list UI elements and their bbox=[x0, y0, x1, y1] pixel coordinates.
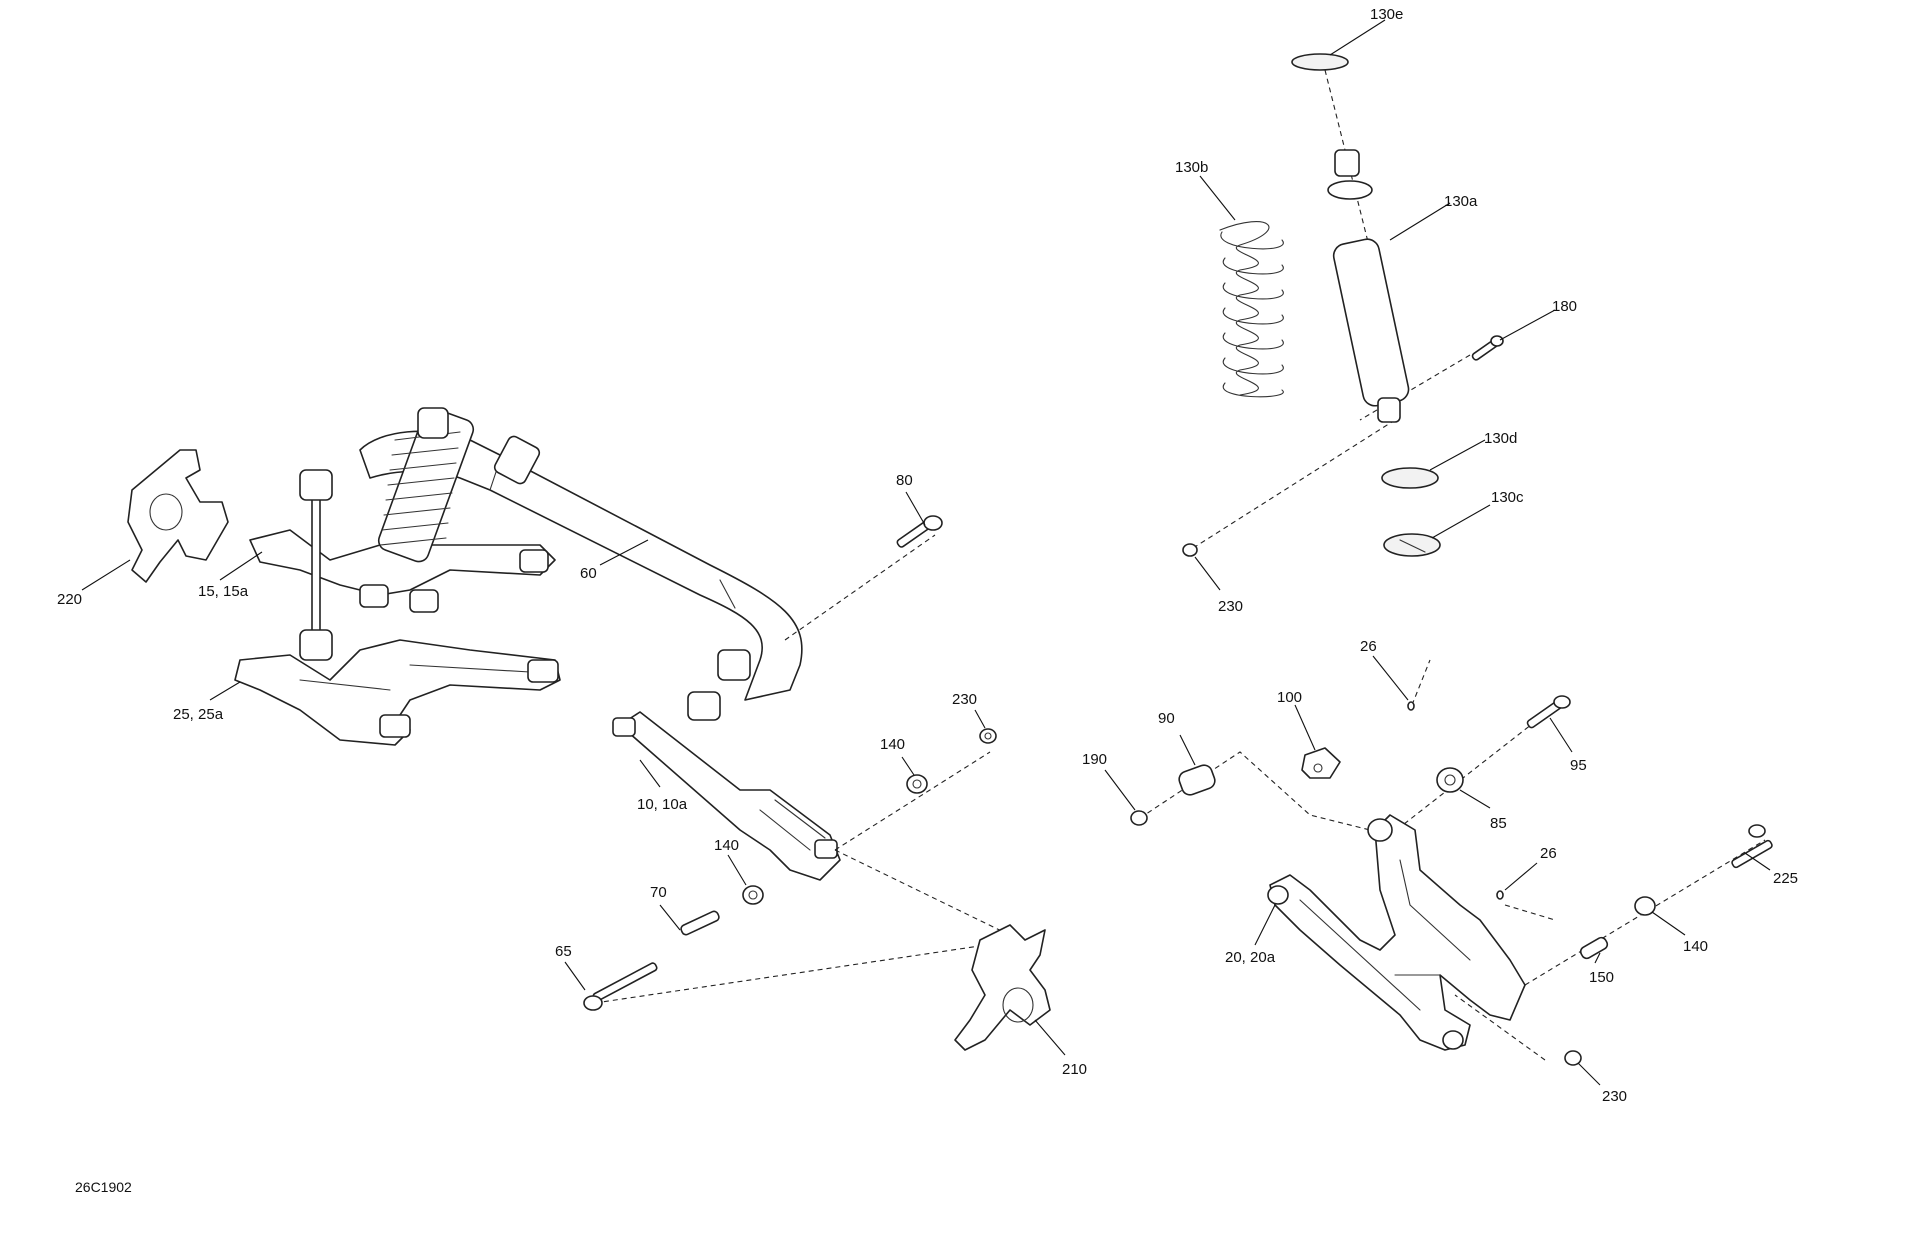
clip-130c bbox=[1383, 533, 1441, 557]
arm-exploded bbox=[1130, 659, 1773, 1066]
assembly-axes-left bbox=[594, 534, 1021, 1004]
sleeve-70 bbox=[680, 910, 720, 936]
callout-225: 225 bbox=[1773, 870, 1798, 887]
callout-210: 210 bbox=[1062, 1061, 1087, 1078]
steering-knuckle-220 bbox=[127, 449, 229, 583]
callout-85: 85 bbox=[1490, 815, 1507, 832]
callout-220: 220 bbox=[57, 591, 82, 608]
callout-26-upper: 26 bbox=[1360, 638, 1377, 655]
callout-15-15a: 15, 15a bbox=[198, 583, 249, 600]
callout-230-shock: 230 bbox=[1218, 598, 1243, 615]
sleeve-150 bbox=[1579, 936, 1609, 960]
pin-180 bbox=[1471, 335, 1504, 361]
callout-150: 150 bbox=[1589, 969, 1614, 986]
loose-parts-left bbox=[583, 515, 1051, 1051]
leader-lines bbox=[81, 19, 1771, 1086]
callout-130c: 130c bbox=[1491, 489, 1524, 506]
shock-body-130a bbox=[1332, 238, 1410, 407]
callout-130a: 130a bbox=[1444, 193, 1478, 210]
callout-70: 70 bbox=[650, 884, 667, 901]
lower-a-arm bbox=[234, 639, 561, 746]
bolt-80 bbox=[896, 515, 943, 548]
coil-spring-130b bbox=[1219, 221, 1284, 398]
callout-100: 100 bbox=[1277, 689, 1302, 706]
nut-140-lower-left bbox=[742, 885, 764, 905]
callout-26-lower: 26 bbox=[1540, 845, 1557, 862]
trailing-arm-20 bbox=[1269, 814, 1526, 1051]
callout-80: 80 bbox=[896, 472, 913, 489]
callout-60: 60 bbox=[580, 565, 597, 582]
callout-190: 190 bbox=[1082, 751, 1107, 768]
callout-140-right: 140 bbox=[1683, 938, 1708, 955]
ring-130d bbox=[1381, 467, 1439, 489]
assembled-shock-coil bbox=[377, 407, 475, 563]
nut-230-arm bbox=[1564, 1050, 1582, 1066]
callout-90: 90 bbox=[1158, 710, 1175, 727]
callout-95: 95 bbox=[1570, 757, 1587, 774]
washer-130e bbox=[1291, 53, 1349, 71]
callout-140-upper: 140 bbox=[880, 736, 905, 753]
callout-180: 180 bbox=[1552, 298, 1577, 315]
fitting-26-lower bbox=[1496, 890, 1504, 900]
callout-labels: 220 15, 15a 25, 25a 60 80 10, 10a 230 14… bbox=[57, 6, 1798, 1105]
nut-140-upper-left bbox=[906, 774, 928, 794]
callout-65: 65 bbox=[555, 943, 572, 960]
bushing-85 bbox=[1436, 767, 1464, 793]
bolt-225 bbox=[1731, 824, 1773, 869]
nut-230-shock bbox=[1182, 543, 1198, 557]
sway-bar-link bbox=[311, 479, 321, 651]
callout-130b: 130b bbox=[1175, 159, 1208, 176]
spacer-90 bbox=[1178, 764, 1216, 796]
nut-140-right bbox=[1634, 896, 1656, 916]
nut-230-left bbox=[979, 728, 997, 744]
callout-230-arm: 230 bbox=[1602, 1088, 1627, 1105]
callout-230-left: 230 bbox=[952, 691, 977, 708]
drawing-code: 26C1902 bbox=[75, 1179, 132, 1195]
callout-130d: 130d bbox=[1484, 430, 1517, 447]
callout-20-20a: 20, 20a bbox=[1225, 949, 1276, 966]
shock-exploded bbox=[1182, 53, 1504, 557]
assembled-suspension bbox=[127, 407, 841, 881]
fitting-26-upper bbox=[1407, 701, 1415, 711]
trailing-arm bbox=[619, 711, 841, 881]
plate-100 bbox=[1301, 747, 1341, 779]
callout-25-25a: 25, 25a bbox=[173, 706, 224, 723]
nut-190 bbox=[1130, 810, 1148, 826]
callout-130e: 130e bbox=[1370, 6, 1403, 23]
bolt-65 bbox=[583, 962, 658, 1011]
callout-140-lower: 140 bbox=[714, 837, 739, 854]
callout-10-10a: 10, 10a bbox=[637, 796, 688, 813]
steering-knuckle-210 bbox=[954, 924, 1051, 1051]
bolt-95 bbox=[1526, 695, 1571, 729]
